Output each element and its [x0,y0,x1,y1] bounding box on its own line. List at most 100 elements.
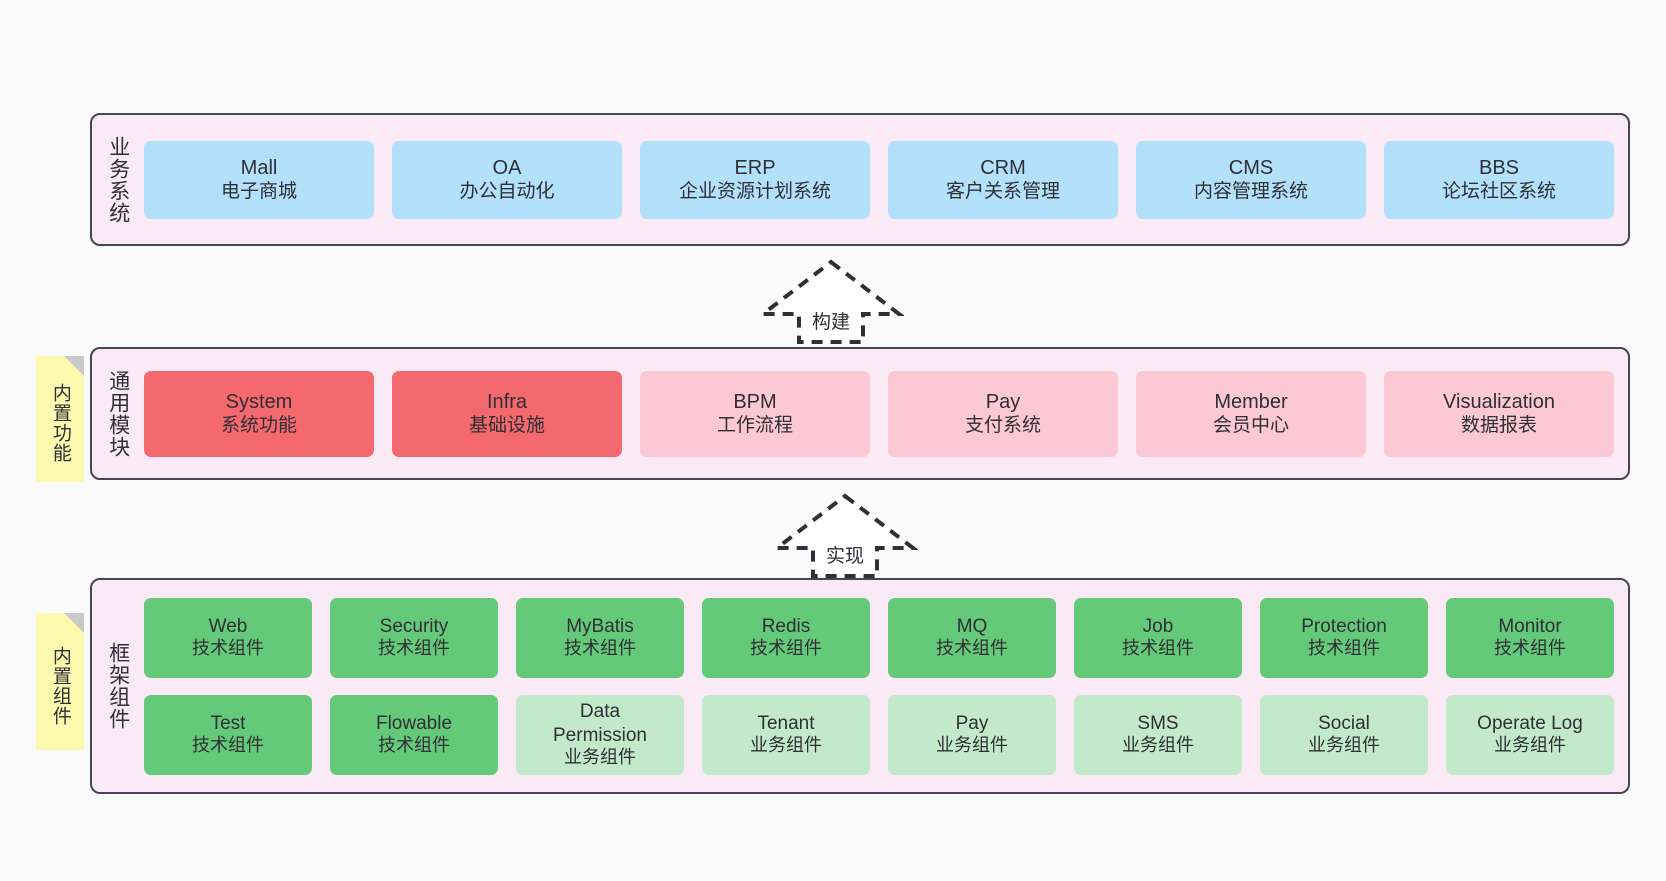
card-row: System 系统功能 Infra 基础设施 BPM 工作流程 Pay 支付系统… [144,370,1614,457]
card-title: Security [379,615,449,637]
card-title: Monitor [1498,615,1562,637]
card-subtitle: 技术组件 [1494,638,1566,659]
layer-body-framework-components: Web 技术组件 Security 技术组件 MyBatis 技术组件 Redi… [144,580,1628,792]
card-subtitle: 业务组件 [936,735,1008,756]
card-title: Pay [985,390,1021,413]
sticky-note-label: 内置组件 [49,645,71,726]
card-subtitle: 技术组件 [192,638,264,659]
card-title: Member [1214,390,1288,413]
arrow-implement-label: 实现 [825,546,864,567]
card-mq[interactable]: MQ 技术组件 [888,597,1056,678]
card-member[interactable]: Member 会员中心 [1136,370,1366,457]
card-title: Tenant [757,712,815,734]
card-subtitle: 技术组件 [192,735,264,756]
card-title: BBS [1478,156,1520,179]
card-test[interactable]: Test 技术组件 [144,694,312,775]
card-subtitle: 技术组件 [1308,638,1380,659]
card-subtitle: 数据报表 [1460,415,1537,437]
sticky-fold-corner [64,613,84,633]
card-subtitle: 电子商城 [220,181,297,203]
card-subtitle: 业务组件 [1494,735,1566,756]
card-title: Operate Log [1477,712,1583,734]
card-oa[interactable]: OA 办公自动化 [392,140,622,219]
card-visualization[interactable]: Visualization 数据报表 [1384,370,1614,457]
card-row: Mall 电子商城 OA 办公自动化 ERP 企业资源计划系统 CRM 客户关系… [144,140,1614,219]
card-web[interactable]: Web 技术组件 [144,597,312,678]
layer-common-modules: 通用模块 System 系统功能 Infra 基础设施 BPM 工作流程 Pay… [90,347,1630,480]
card-subtitle: 技术组件 [750,638,822,659]
card-system[interactable]: System 系统功能 [144,370,374,457]
card-title: SMS [1137,712,1179,734]
sticky-fold-corner [64,356,84,376]
arrow-build-label: 构建 [811,312,850,333]
card-sms[interactable]: SMS 业务组件 [1074,694,1242,775]
layer-title-common-modules: 通用模块 [106,369,130,458]
card-data-permission[interactable]: Data Permission 业务组件 [516,694,684,775]
card-row: Test 技术组件 Flowable 技术组件 Data Permission … [144,694,1614,775]
card-title: Mall [240,156,278,179]
layer-body-business-system: Mall 电子商城 OA 办公自动化 ERP 企业资源计划系统 CRM 客户关系… [144,115,1628,244]
sticky-note-builtin-functions: 内置功能 [36,356,84,482]
card-title: Visualization [1443,390,1555,413]
card-subtitle: 支付系统 [964,415,1041,437]
card-pay-component[interactable]: Pay 业务组件 [888,694,1056,775]
card-erp[interactable]: ERP 企业资源计划系统 [640,140,870,219]
card-cms[interactable]: CMS 内容管理系统 [1136,140,1366,219]
card-subtitle: 工作流程 [716,415,793,437]
arrow-implement: 实现 [772,492,918,578]
card-job[interactable]: Job 技术组件 [1074,597,1242,678]
layer-title-framework-components: 框架组件 [106,642,130,730]
layer-business-system: 业务系统 Mall 电子商城 OA 办公自动化 ERP 企业资源计划系统 CRM… [90,113,1630,246]
card-pay[interactable]: Pay 支付系统 [888,370,1118,457]
card-subtitle: 技术组件 [936,638,1008,659]
card-redis[interactable]: Redis 技术组件 [702,597,870,678]
card-subtitle: 技术组件 [378,638,450,659]
card-protection[interactable]: Protection 技术组件 [1260,597,1428,678]
card-title: OA [492,156,522,179]
card-title: Flowable [375,712,453,734]
card-monitor[interactable]: Monitor 技术组件 [1446,597,1614,678]
card-flowable[interactable]: Flowable 技术组件 [330,694,498,775]
card-subtitle: 业务组件 [750,735,822,756]
card-title: Web [208,615,248,637]
card-title: Job [1142,615,1174,637]
card-title: ERP [734,156,776,179]
card-title: Test [210,712,246,734]
card-social[interactable]: Social 业务组件 [1260,694,1428,775]
card-subtitle: 业务组件 [1308,735,1380,756]
sticky-note-builtin-components: 内置组件 [36,613,84,750]
card-bbs[interactable]: BBS 论坛社区系统 [1384,140,1614,219]
card-subtitle: 内容管理系统 [1193,181,1308,203]
card-subtitle: 系统功能 [220,415,297,437]
card-operate-log[interactable]: Operate Log 业务组件 [1446,694,1614,775]
sticky-note-label: 内置功能 [49,383,71,463]
card-title: Infra [486,390,528,413]
card-row: Web 技术组件 Security 技术组件 MyBatis 技术组件 Redi… [144,597,1614,678]
card-crm[interactable]: CRM 客户关系管理 [888,140,1118,219]
layer-body-common-modules: System 系统功能 Infra 基础设施 BPM 工作流程 Pay 支付系统… [144,349,1628,478]
card-mybatis[interactable]: MyBatis 技术组件 [516,597,684,678]
card-title: Data Permission [553,701,647,746]
card-title: Redis [761,615,811,637]
card-bpm[interactable]: BPM 工作流程 [640,370,870,457]
card-subtitle: 办公自动化 [459,181,555,203]
card-title: CRM [980,156,1026,179]
card-subtitle: 技术组件 [564,638,636,659]
card-subtitle: 论坛社区系统 [1441,181,1556,203]
layer-framework-components: 框架组件 Web 技术组件 Security 技术组件 MyBatis 技术组件… [90,578,1630,794]
card-subtitle: 业务组件 [564,746,636,767]
card-subtitle: 会员中心 [1212,415,1289,437]
arrow-build: 构建 [758,258,904,344]
card-mall[interactable]: Mall 电子商城 [144,140,374,219]
card-subtitle: 客户关系管理 [945,181,1060,203]
card-title: CMS [1228,156,1274,179]
card-title: MyBatis [566,615,634,637]
card-security[interactable]: Security 技术组件 [330,597,498,678]
card-infra[interactable]: Infra 基础设施 [392,370,622,457]
card-title: BPM [733,390,777,413]
layer-title-business-system: 业务系统 [106,135,130,224]
card-title: System [225,390,293,413]
card-tenant[interactable]: Tenant 业务组件 [702,694,870,775]
card-subtitle: 技术组件 [378,735,450,756]
